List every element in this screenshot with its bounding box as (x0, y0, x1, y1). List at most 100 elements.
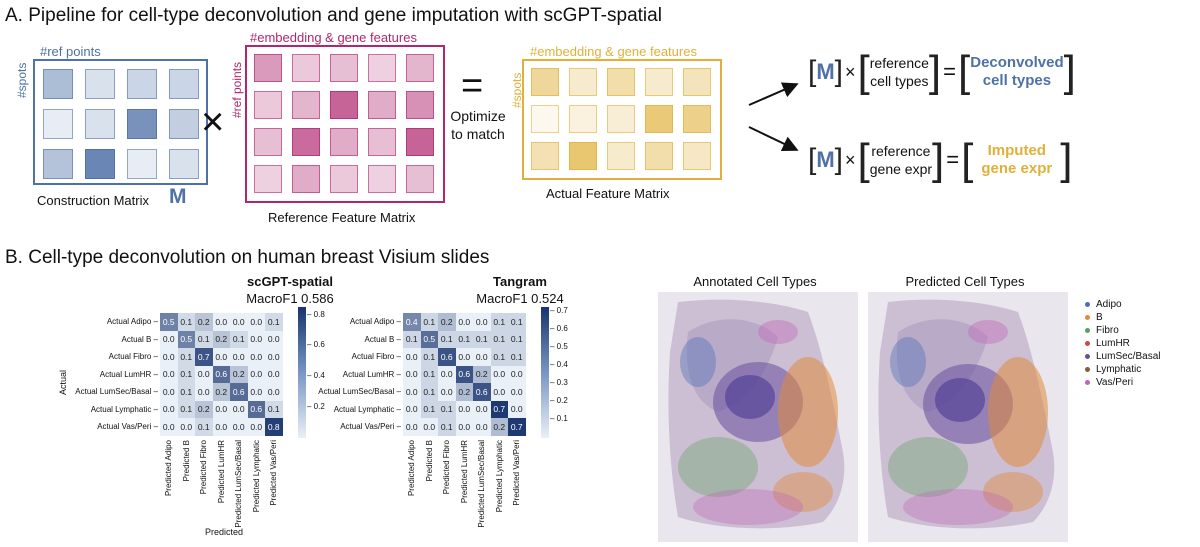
matrix-cell (368, 54, 396, 82)
heatmap-cell: 0.1 (265, 313, 283, 331)
heatmap-cell: 0.0 (420, 418, 438, 436)
heatmap-cell: 0.0 (230, 418, 248, 436)
heatmap-cell: 0.0 (455, 348, 473, 366)
heatmap-cell: 0.0 (212, 400, 230, 418)
heatmap-cell: 0.1 (177, 365, 195, 383)
matrix-cell (683, 68, 711, 96)
eq1-m: M (816, 59, 835, 84)
matrix-cell (85, 69, 115, 99)
heatmap-cell: 0.0 (212, 348, 230, 366)
actual-caption: Actual Feature Matrix (546, 186, 670, 201)
matrix-cell (607, 105, 635, 133)
heatmap-cell: 0.2 (473, 365, 491, 383)
matrix-cell (127, 149, 157, 179)
matrix-cell (406, 54, 434, 82)
legend-label: Vas/Peri (1096, 376, 1134, 388)
heatmap-cell: 0.0 (403, 418, 421, 436)
matrix-cell (645, 68, 673, 96)
legend-label: Lymphatic (1096, 363, 1142, 375)
heatmap-cell: 0.1 (508, 348, 526, 366)
heatmap-cell: 0.0 (247, 348, 265, 366)
reference-caption: Reference Feature Matrix (268, 210, 416, 225)
heatmap-cell: 0.0 (403, 383, 421, 401)
eq1-equals: = (943, 59, 957, 84)
heatmap-cell: 0.5 (160, 313, 178, 331)
heatmap-cell: 0.0 (160, 383, 178, 401)
heatmap-row-label: Actual LumSec/Basal – (75, 387, 158, 396)
heatmap-cell: 0.0 (455, 418, 473, 436)
heatmap-row-label: Actual B – (121, 334, 158, 344)
eq2-times: × (845, 149, 856, 170)
matrix-cell (406, 91, 434, 119)
heatmap-cell: 0.0 (195, 365, 213, 383)
heatmap-col-label: Predicted LumSec/Basal (477, 439, 486, 528)
legend-dot-icon (1085, 314, 1090, 320)
heatmap1-subtitle: MacroF1 0.586 (246, 291, 334, 306)
matrix-cell (43, 149, 73, 179)
colorbar-tick: – 0.6 (550, 323, 568, 333)
heatmap-cell: 0.1 (508, 313, 526, 331)
matrix-cell (607, 68, 635, 96)
heatmap-colorbar (298, 307, 306, 438)
heatmap-cell: 0.0 (230, 313, 248, 331)
section-a-title: A. Pipeline for cell-type deconvolution … (5, 5, 662, 26)
heatmap-row-label: Actual Lymphatic – (90, 404, 158, 414)
matrix-cell (368, 128, 396, 156)
heatmap-cell: 0.1 (420, 400, 438, 418)
matrix-cell (43, 109, 73, 139)
matrix-cell (43, 69, 73, 99)
heatmap-cell: 0.1 (177, 348, 195, 366)
heatmap-cell: 0.2 (195, 313, 213, 331)
predicted-slide-image (868, 292, 1068, 542)
heatmap-cell: 0.0 (247, 365, 265, 383)
matrix-cell (531, 105, 559, 133)
colorbar-tick: – 0.4 (550, 360, 568, 369)
heatmap-cell: 0.0 (247, 330, 265, 348)
actual-top-label: #embedding & gene features (530, 44, 697, 59)
heatmap-cell: 0.0 (195, 383, 213, 401)
heatmap-col-label: Predicted Adipo (164, 439, 173, 496)
reference-top-label: #embedding & gene features (250, 30, 417, 45)
heatmap-row-label: Actual LumHR – (99, 369, 158, 379)
eq2-m: M (816, 147, 835, 172)
matrix-cell (330, 91, 358, 119)
matrix-cell (254, 54, 282, 82)
eq2-equals: = (946, 147, 960, 172)
heatmap-cell: 0.0 (177, 418, 195, 436)
heatmap-row-label: Actual LumHR – (342, 369, 401, 379)
heatmap-cell: 0.8 (265, 418, 283, 436)
heatmap-col-label: Predicted Lymphatic (494, 439, 504, 512)
heatmap-cell: 0.1 (403, 330, 421, 348)
heatmap-cell: 0.2 (455, 383, 473, 401)
heatmap-cell: 0.0 (490, 383, 508, 401)
legend-dot-icon (1085, 366, 1090, 372)
matrix-cell (330, 128, 358, 156)
matrix-cell (292, 54, 320, 82)
eq1-out-line2: cell types (982, 72, 1052, 89)
matrix-cell (368, 165, 396, 193)
matrix-cell (406, 165, 434, 193)
eq1-times: × (845, 61, 856, 82)
heatmap-cell: 0.0 (230, 348, 248, 366)
heatmap-row-label: Actual B – (364, 334, 401, 344)
matrix-cell (607, 142, 635, 170)
matrix-cell (683, 142, 711, 170)
matrix-cell (292, 165, 320, 193)
colorbar-tick: – 0.6 (307, 340, 325, 350)
matrix-cell (569, 105, 597, 133)
section-b-title: B. Cell-type deconvolution on human brea… (5, 247, 490, 268)
heatmap-cell: 0.7 (195, 348, 213, 366)
heatmap-cell: 0.6 (212, 365, 230, 383)
colorbar-tick: – 0.1 (550, 414, 568, 424)
heatmap-row-label: Actual Fibro – (351, 352, 401, 361)
heatmap-cell: 0.1 (438, 330, 456, 348)
heatmap-col-label: Predicted Vas/Peri (269, 439, 278, 506)
heatmap-cell: 0.0 (473, 400, 491, 418)
legend-dot-icon (1085, 301, 1090, 307)
heatmap-cell: 0.0 (403, 365, 421, 383)
construction-top-label: #ref points (40, 44, 101, 59)
actual-matrix (522, 59, 722, 180)
colorbar-tick: – 0.2 (550, 396, 568, 406)
legend-item: Adipo (1085, 298, 1160, 310)
